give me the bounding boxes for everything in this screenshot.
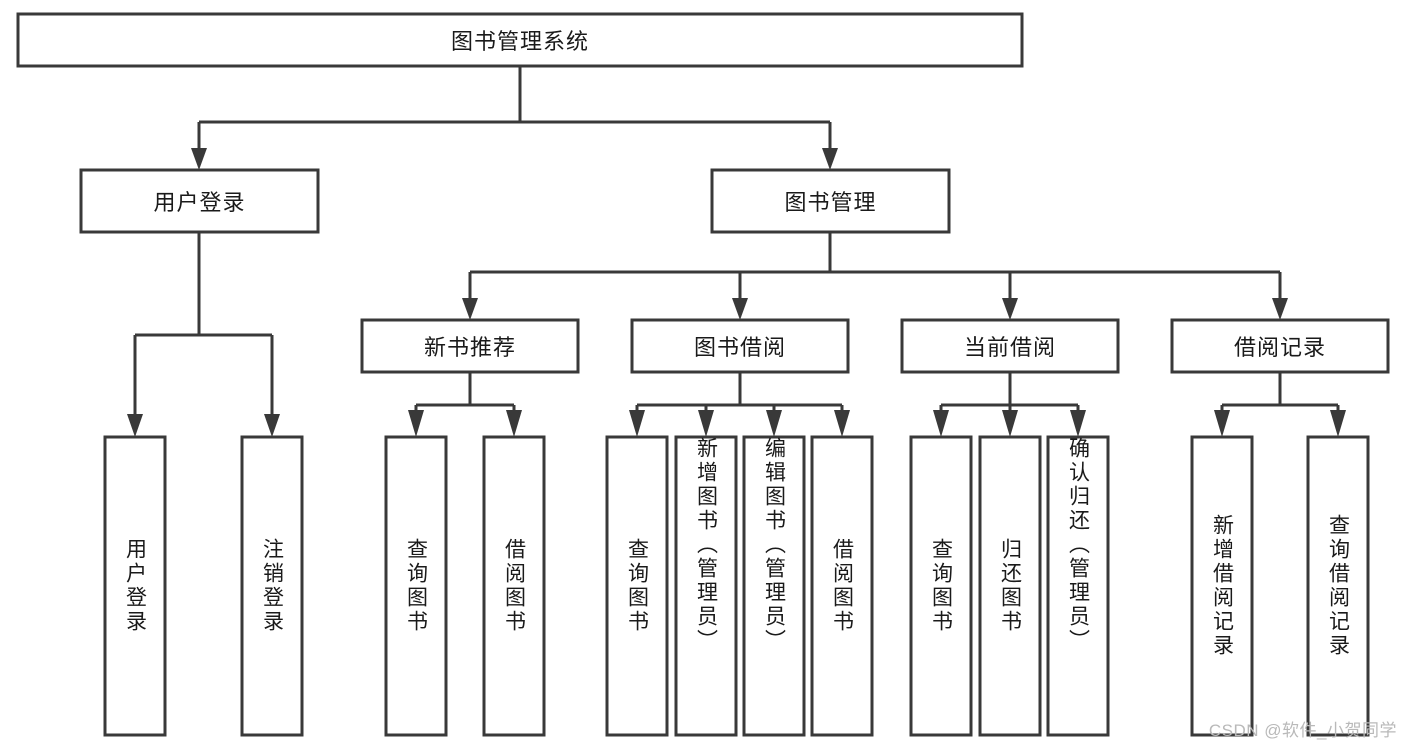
arrowhead-leaf-return-book (1002, 410, 1018, 437)
node-new-book-recommend[interactable] (360, 318, 580, 374)
arrowhead-leaf-borrow-book-1 (506, 410, 522, 437)
arrowhead-leaf-query-book-3 (933, 410, 949, 437)
watermark: CSDN @软件_小贺同学 (1208, 721, 1397, 740)
node-root[interactable] (16, 12, 1024, 68)
node-leaf-query-book-3[interactable] (909, 435, 973, 737)
node-user-login[interactable] (79, 168, 320, 234)
node-leaf-edit-book[interactable] (742, 435, 806, 737)
node-leaf-confirm-return[interactable] (1046, 435, 1110, 737)
arrowhead-leaf-query-record (1330, 410, 1346, 437)
arrowhead-book-management (822, 148, 838, 170)
node-leaf-user-login[interactable] (103, 435, 167, 737)
node-leaf-add-record[interactable] (1190, 435, 1254, 737)
node-leaf-query-record[interactable] (1306, 435, 1370, 737)
node-leaf-return-book[interactable] (978, 435, 1042, 737)
node-book-borrow[interactable] (630, 318, 850, 374)
node-borrow-record[interactable] (1170, 318, 1390, 374)
arrowhead-leaf-add-book (698, 410, 714, 437)
arrowhead-leaf-user-login (127, 414, 143, 437)
arrowhead-user-login (191, 148, 207, 170)
arrowhead-book-borrow (732, 298, 748, 320)
arrowhead-leaf-query-book-2 (629, 410, 645, 437)
arrowhead-new-book-recommend (462, 298, 478, 320)
node-leaf-query-book-1[interactable] (384, 435, 448, 737)
arrowhead-leaf-logout (264, 414, 280, 437)
arrowhead-borrow-record (1272, 298, 1288, 320)
arrowhead-current-borrow (1002, 298, 1018, 320)
node-leaf-query-book-2[interactable] (605, 435, 669, 737)
arrowhead-leaf-query-book-1 (408, 410, 424, 437)
node-leaf-logout[interactable] (240, 435, 304, 737)
connector-layer (127, 66, 1346, 437)
node-leaf-borrow-book-1[interactable] (482, 435, 546, 737)
node-leaf-borrow-book-2[interactable] (810, 435, 874, 737)
arrowhead-leaf-edit-book (766, 410, 782, 437)
arrowhead-leaf-add-record (1214, 410, 1230, 437)
node-book-management[interactable] (710, 168, 951, 234)
node-leaf-add-book[interactable] (674, 435, 738, 737)
node-current-borrow[interactable] (900, 318, 1120, 374)
arrowhead-leaf-borrow-book-2 (834, 410, 850, 437)
node-layer (16, 12, 1390, 737)
arrowhead-leaf-confirm-return (1070, 410, 1086, 437)
